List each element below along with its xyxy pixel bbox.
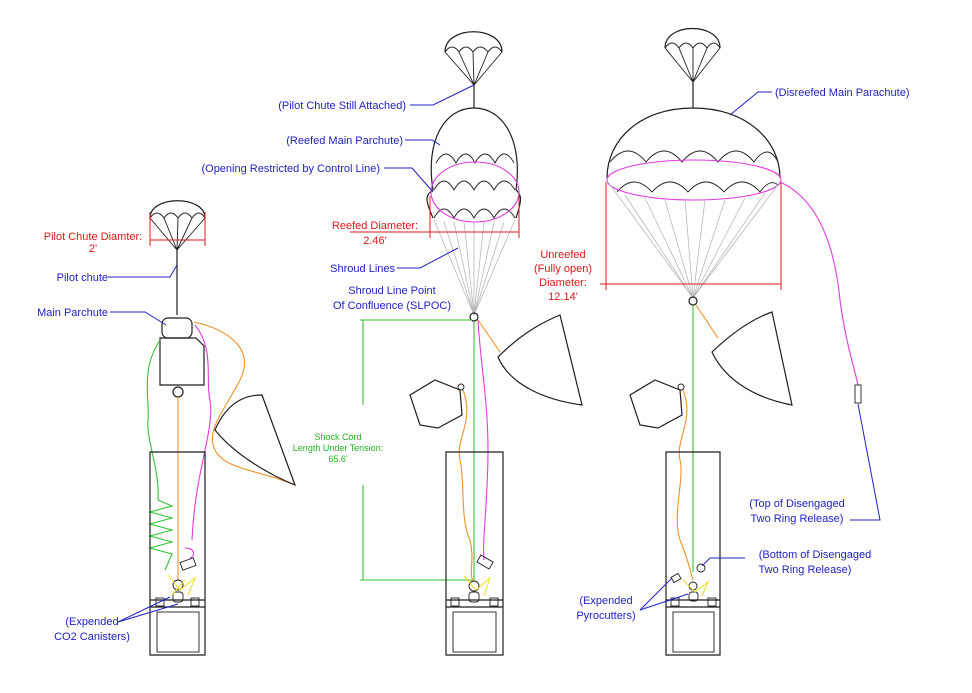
label-unreefed-value: 12.14' [548,291,578,303]
stage-2-reefed [350,31,583,656]
stage-3-disreefed [600,28,881,656]
airframe-middle [445,451,504,656]
label-unreefed-line2: (Fully open) [534,263,592,275]
slpoc-ring-right [688,296,698,306]
label-main-parchute: Main Parchute [37,307,108,319]
two-ring-release-top [854,384,862,404]
label-pyro-line1: (Expended [579,595,632,607]
label-top-release-line1: (Top of Disengaged [749,498,844,510]
label-reefed-diameter-value: 2.46' [363,235,387,247]
label-co2-line1: (Expended [65,616,118,628]
label-bottom-release-line2: Two Ring Release) [759,564,852,576]
label-reefed-diameter-title: Reefed Diameter: [332,220,418,232]
shroud-lines-right [607,181,781,299]
main-parachute-bag [159,317,205,398]
pilot-chute-diameter-dimension [149,212,206,246]
pilot-chute-canopy-left [149,200,206,315]
nose-cone-right [711,311,793,406]
label-bottom-release-line1: (Bottom of Disengaged [759,549,872,561]
label-co2-line2: CO2 Canisters) [54,631,130,643]
label-pilot-chute-still-attached: (Pilot Chute Still Attached) [278,100,406,112]
disreefed-main-canopy [606,107,782,201]
label-slpoc-line1: Shroud Line Point [348,285,435,297]
label-slpoc-line2: Of Confluence (SLPOC) [333,300,451,312]
label-shock-cord-line2: Length Under Tension: [293,443,383,453]
nose-cone-middle [497,314,583,406]
label-opening-restricted: (Opening Restricted by Control Line) [201,163,380,175]
pilot-chute-canopy-middle [444,31,503,108]
label-reefed-main-parchute: (Reefed Main Parchute) [286,135,403,147]
label-pilot-chute-diameter-title: Pilot Chute Diamter: [44,231,142,243]
label-shock-cord-line1: Shock Cord [314,432,361,442]
label-top-release-line2: Two Ring Release) [751,513,844,525]
label-shroud-lines: Shroud Lines [330,263,395,275]
label-pilot-chute: Pilot chute [57,272,108,284]
airframe-right [665,451,721,656]
label-unreefed-line1: Unreefed [540,249,585,261]
labels: (Pilot Chute Still Attached) (Reefed Mai… [37,87,909,643]
label-unreefed-line3: Diameter: [539,277,587,289]
airframe-left [149,451,206,656]
main-bag-middle [409,379,465,429]
shroud-lines-middle [433,219,516,316]
reefed-main-canopy [426,107,522,223]
co2-canisters [167,547,197,603]
shock-cord-dimension [360,319,475,581]
pilot-chute-canopy-right [664,28,721,108]
label-disreefed-main-parachute: (Disreefed Main Parachute) [775,87,910,99]
unreefed-diameter-dimension [600,182,782,290]
label-pyro-line2: Pyrocutters) [576,610,635,622]
label-pilot-chute-diameter-value: 2' [89,243,97,255]
nose-cone-left [214,394,297,487]
label-shock-cord-value: 65.6' [328,454,348,464]
stage-1-pilot-deploy [108,200,297,656]
reefed-diameter-dimension [350,196,520,238]
main-bag-right [629,379,685,429]
